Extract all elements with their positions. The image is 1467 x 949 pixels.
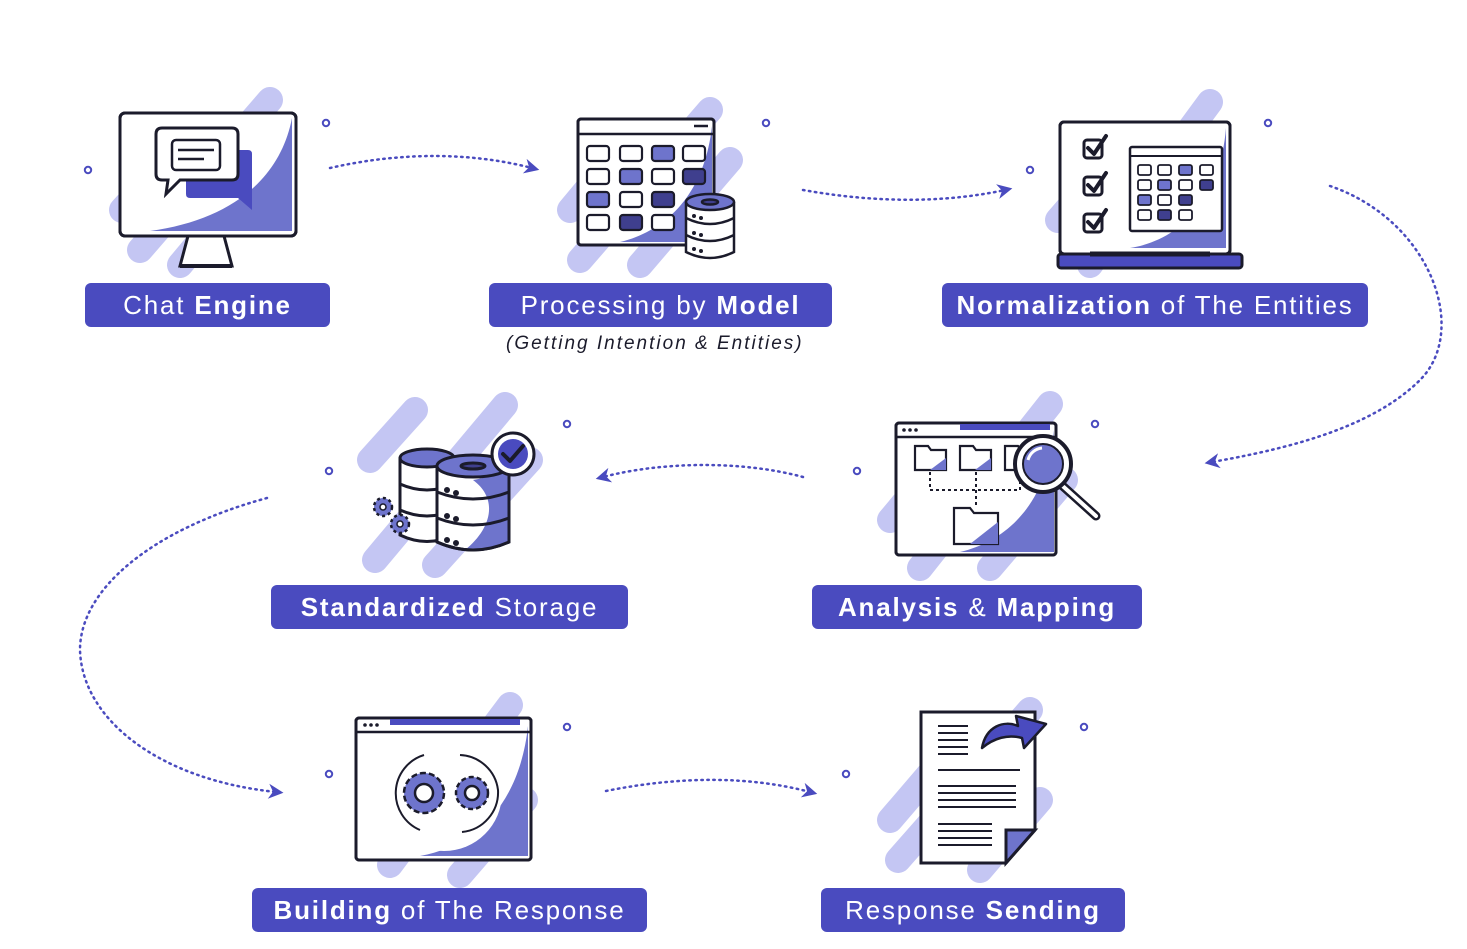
step-processing-subtitle: (Getting Intention & Entities): [506, 333, 804, 354]
step-normalization-label: Normalization of The Entities: [942, 283, 1368, 327]
connector-3-4: [1204, 184, 1443, 469]
connector-5-6: [78, 496, 284, 799]
checklist-laptop-icon: [1045, 89, 1244, 278]
step-building-response-label: Building of The Response: [252, 888, 647, 932]
database-check-icon: [357, 392, 543, 578]
decorative-dots: [83, 118, 1273, 779]
connector-4-5: [595, 463, 805, 483]
connector-1-2: [328, 154, 540, 174]
gears-window-icon: [354, 692, 538, 888]
step-response-sending-label: Response Sending: [821, 888, 1125, 932]
step-analysis-mapping-label: Analysis & Mapping: [812, 585, 1142, 629]
step-chat-engine-label: Chat Engine: [85, 283, 330, 327]
step-processing-label: Processing by Model: [489, 283, 832, 327]
chat-monitor-icon: [109, 87, 298, 278]
connector-6-7: [604, 778, 818, 798]
calendar-database-icon: [557, 97, 743, 278]
document-send-icon: [877, 697, 1053, 883]
folder-magnifier-icon: [877, 391, 1101, 581]
step-standardized-storage-label: Standardized Storage: [271, 585, 628, 629]
connector-2-3: [801, 184, 1013, 202]
flow-connectors: [78, 154, 1443, 799]
